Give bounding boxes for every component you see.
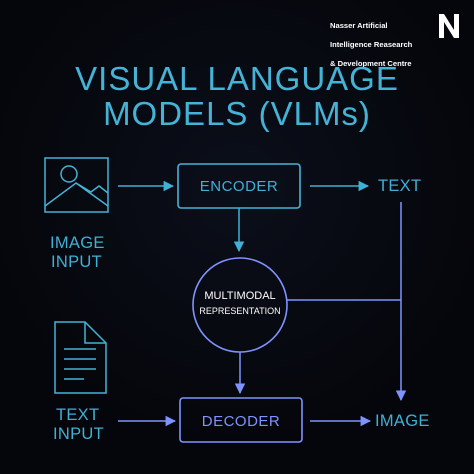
multimodal-representation-node bbox=[192, 257, 288, 353]
organization-name: Nasser Artificial Intelligence Reasearch… bbox=[330, 11, 436, 78]
multimodal-label-line-2: REPRESENTATION bbox=[199, 306, 280, 316]
encoder-label: ENCODER bbox=[200, 178, 279, 195]
image-input-label-line-2: INPUT bbox=[51, 253, 102, 271]
multimodal-label-line-1: MULTIMODAL bbox=[204, 290, 275, 302]
text-output-label: TEXT bbox=[378, 177, 421, 195]
decoder-box bbox=[179, 397, 303, 443]
image-input-label-line-1: IMAGE bbox=[50, 234, 105, 252]
document-icon bbox=[54, 321, 107, 394]
image-icon bbox=[44, 157, 109, 213]
image-output-label: IMAGE bbox=[375, 412, 430, 430]
text-input-label-line-1: TEXT bbox=[56, 406, 99, 424]
n-monogram-icon bbox=[439, 14, 459, 38]
organization-line-2: Intelligence Reasearch bbox=[330, 39, 413, 49]
text-input-label-line-2: INPUT bbox=[53, 425, 104, 443]
organization-line-1: Nasser Artificial bbox=[330, 20, 388, 30]
title-line-1: VISUAL LANGUAGE bbox=[75, 60, 399, 97]
title-line-2: MODELS (VLMs) bbox=[103, 95, 371, 132]
organization-line-3: & Development Centre bbox=[330, 58, 412, 68]
decoder-label: DECODER bbox=[202, 413, 281, 430]
